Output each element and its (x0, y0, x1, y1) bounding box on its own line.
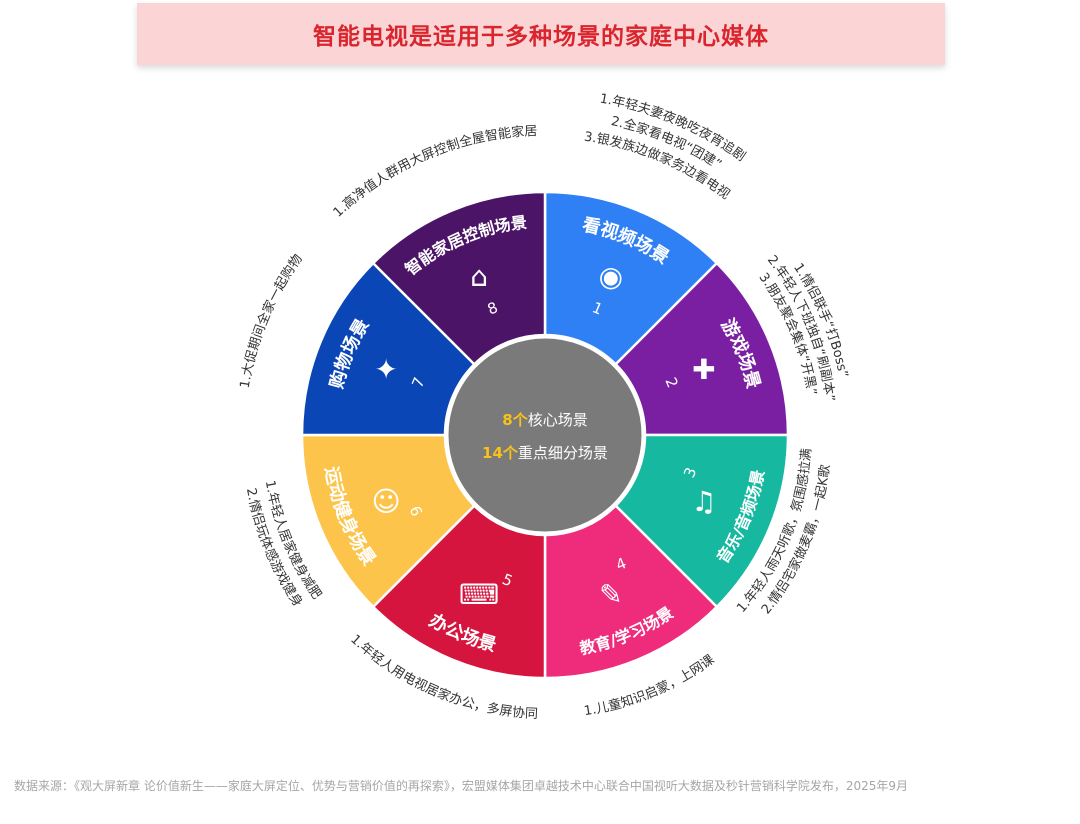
music-cloud-icon: ♫ (691, 485, 716, 518)
segment-6 (300, 433, 477, 609)
segment-1 (543, 190, 719, 367)
segment-3 (613, 433, 790, 609)
segment-4 (543, 503, 719, 680)
fitness-icon: ☺ (371, 485, 400, 518)
video-broadcast-icon: ◉ (599, 260, 623, 293)
segment-5 (371, 503, 547, 680)
segment-8 (371, 190, 547, 367)
segment-7 (300, 261, 477, 437)
core-scenes-count: 8个核心场景 (502, 409, 587, 430)
core-count: 8个 (502, 411, 528, 429)
sub-scenes-count: 14个重点细分场景 (482, 442, 608, 463)
center-circle (445, 335, 645, 535)
source-footnote: 数据来源：《观大屏新章 论价值新生——家庭大屏定位、优势与营销价值的再探索》，宏… (14, 779, 908, 793)
gamepad-icon: ✚ (692, 353, 715, 386)
office-desk-icon: ⌨ (459, 578, 499, 611)
sub-label: 重点细分场景 (517, 444, 608, 462)
segment-2 (613, 261, 790, 437)
education-icon: ✎ (599, 578, 622, 611)
page-title: 智能电视是适用于多种场景的家庭中心媒体 (313, 24, 769, 50)
smart-home-icon: ⌂ (470, 260, 488, 293)
segment-7-item: 1.大促期间全家一起购物 (238, 252, 306, 390)
center-summary: 8个核心场景 14个重点细分场景 (447, 338, 643, 534)
sub-count: 14个 (482, 444, 518, 462)
core-label: 核心场景 (527, 411, 588, 429)
title-banner: 智能电视是适用于多种场景的家庭中心媒体 (137, 3, 945, 65)
shopping-icon: ✦ (374, 353, 397, 386)
